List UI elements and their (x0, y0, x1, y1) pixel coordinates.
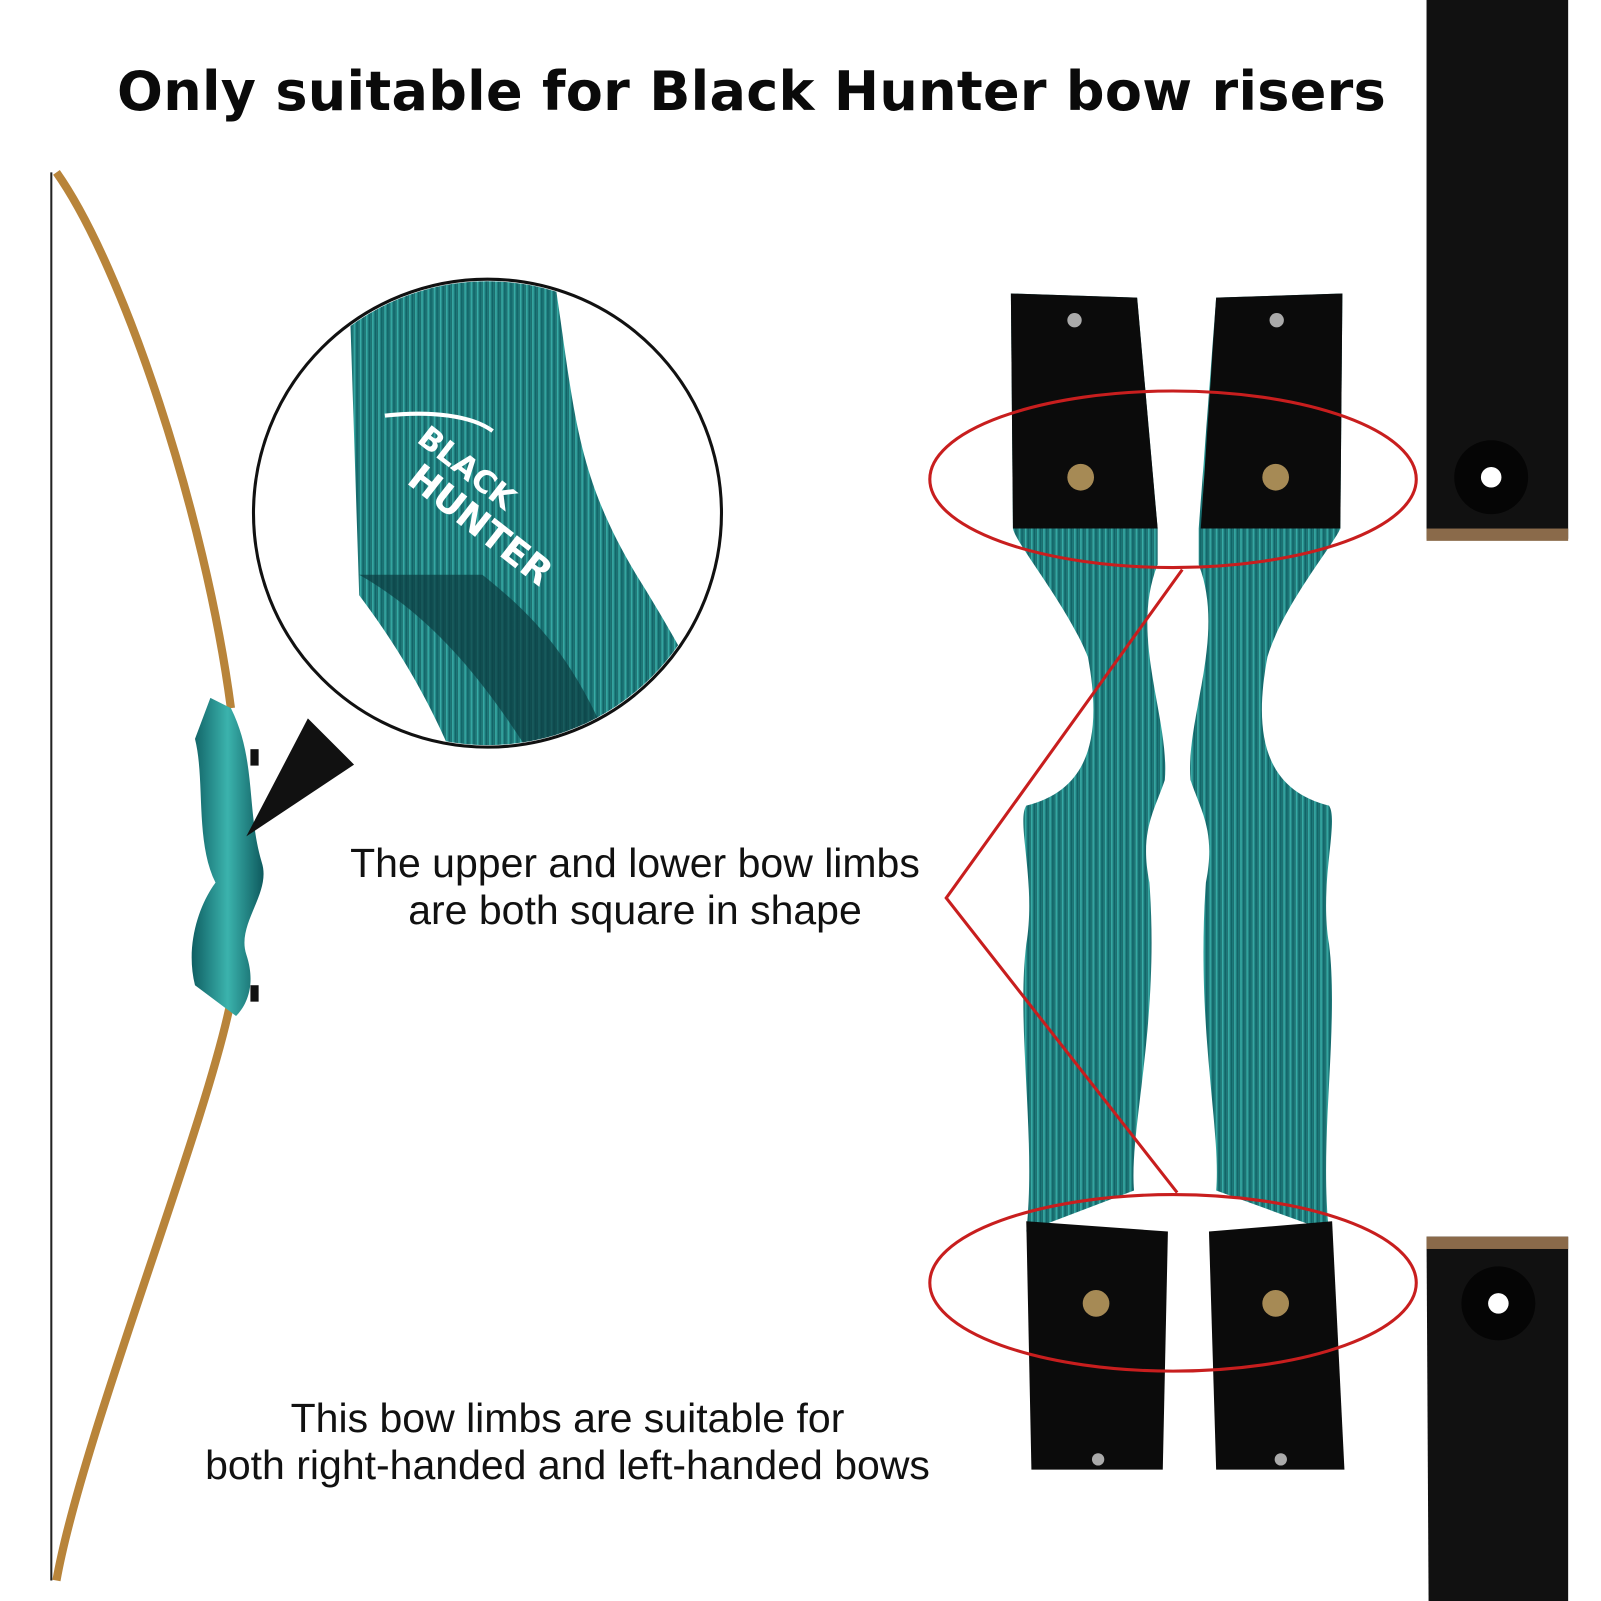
magnified-logo-circle: BLACK HUNTER (251, 277, 724, 749)
highlight-marks (928, 389, 1418, 1373)
caption-square-shape: The upper and lower bow limbs are both s… (300, 840, 970, 934)
headline: Only suitable for Black Hunter bow riser… (117, 60, 1387, 123)
lower-limb (52, 999, 235, 1582)
riser-right (1190, 293, 1345, 1470)
upper-limb (53, 170, 235, 709)
caption-line: both right-handed and left-handed bows (205, 1442, 930, 1488)
upper-limb-mount-highlight (928, 389, 1418, 570)
caption-handedness: This bow limbs are suitable for both rig… (150, 1395, 985, 1489)
caption-line: This bow limbs are suitable for (290, 1395, 845, 1441)
lower-limb-mount-highlight (928, 1193, 1418, 1373)
limb-end-upper (1426, 0, 1569, 541)
riser-left (1010, 293, 1168, 1470)
callout-pointer (246, 718, 355, 837)
recurve-bow (50, 170, 264, 1582)
limb-end-lower (1426, 1236, 1569, 1601)
bow-riser (191, 697, 264, 1017)
connector-lines (944, 568, 1184, 1194)
caption-line: are both square in shape (408, 887, 862, 933)
caption-line: The upper and lower bow limbs (350, 840, 920, 886)
